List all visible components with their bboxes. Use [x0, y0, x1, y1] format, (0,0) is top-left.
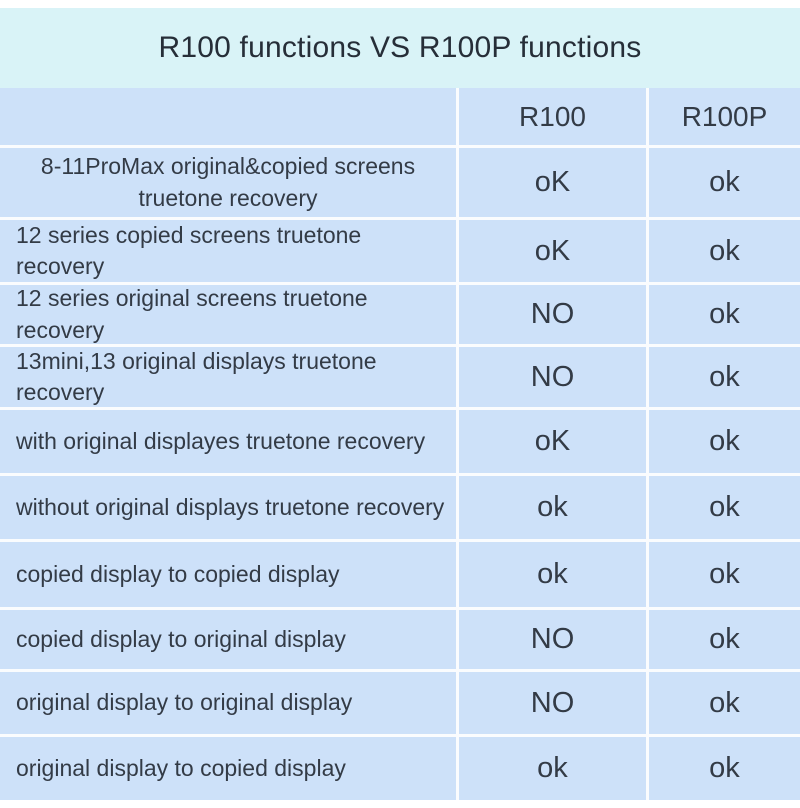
function-label: copied display to copied display [0, 542, 456, 607]
r100p-value: ok [649, 148, 800, 217]
r100p-value: ok [649, 737, 800, 800]
r100-value: oK [459, 410, 646, 473]
r100-value: ok [459, 476, 646, 539]
table-row: with original displayes truetone recover… [0, 410, 800, 473]
page-title: R100 functions VS R100P functions [0, 8, 800, 88]
header-function-column [0, 88, 456, 145]
r100-value: NO [459, 610, 646, 669]
r100-value: oK [459, 148, 646, 217]
r100p-value: ok [649, 410, 800, 473]
function-label: original display to original display [0, 672, 456, 734]
r100-value: NO [459, 347, 646, 407]
table-row: original display to original display NO … [0, 672, 800, 734]
table-row: 12 series copied screens truetone recove… [0, 220, 800, 282]
r100p-value: ok [649, 285, 800, 344]
r100p-value: ok [649, 347, 800, 407]
r100-value: NO [459, 285, 646, 344]
table-row: copied display to original display NO ok [0, 610, 800, 669]
table-row: 12 series original screens truetone reco… [0, 285, 800, 344]
function-label: 12 series copied screens truetone recove… [0, 220, 456, 282]
function-label: copied display to original display [0, 610, 456, 669]
comparison-table: R100 R100P 8-11ProMax original&copied sc… [0, 88, 800, 800]
header-r100p: R100P [649, 88, 800, 145]
comparison-page: R100 functions VS R100P functions R100 R… [0, 8, 800, 808]
table-row: copied display to copied display ok ok [0, 542, 800, 607]
r100-value: oK [459, 220, 646, 282]
function-label: with original displayes truetone recover… [0, 410, 456, 473]
r100p-value: ok [649, 476, 800, 539]
table-row: without original displays truetone recov… [0, 476, 800, 539]
function-label: 12 series original screens truetone reco… [0, 285, 456, 344]
table-row: 13mini,13 original displays truetone rec… [0, 347, 800, 407]
table-header-row: R100 R100P [0, 88, 800, 145]
function-label: original display to copied display [0, 737, 456, 800]
r100p-value: ok [649, 672, 800, 734]
r100-value: NO [459, 672, 646, 734]
function-label: 8-11ProMax original&copied screens truet… [0, 148, 456, 217]
r100p-value: ok [649, 542, 800, 607]
r100-value: ok [459, 542, 646, 607]
r100p-value: ok [649, 220, 800, 282]
function-label: 13mini,13 original displays truetone rec… [0, 347, 456, 407]
table-row: 8-11ProMax original&copied screens truet… [0, 148, 800, 217]
table-row: original display to copied display ok ok [0, 737, 800, 800]
header-r100: R100 [459, 88, 646, 145]
r100p-value: ok [649, 610, 800, 669]
function-label: without original displays truetone recov… [0, 476, 456, 539]
r100-value: ok [459, 737, 646, 800]
